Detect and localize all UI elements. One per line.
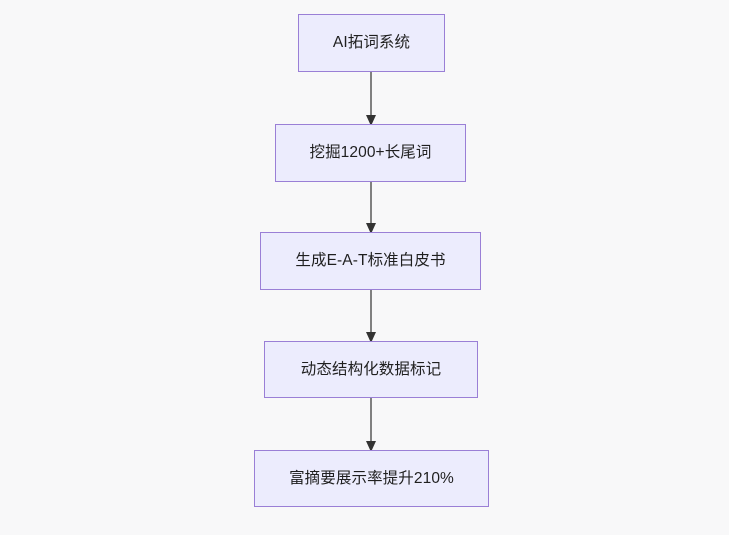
edge-n3-n4 [366, 288, 376, 343]
flowchart-node-mine-longtail-keywords[interactable]: 挖掘1200+长尾词 [275, 124, 466, 182]
node-label: AI拓词系统 [332, 34, 411, 52]
flowchart-node-ai-keyword-system[interactable]: AI拓词系统 [298, 14, 445, 72]
node-label: 富摘要展示率提升210% [289, 469, 454, 487]
node-label: 动态结构化数据标记 [300, 360, 442, 378]
edge-n4-n5 [366, 396, 376, 452]
flowchart-node-generate-eat-whitepaper[interactable]: 生成E-A-T标准白皮书 [260, 232, 481, 290]
node-label: 挖掘1200+长尾词 [309, 144, 432, 162]
node-label: 生成E-A-T标准白皮书 [295, 252, 446, 270]
flowchart-node-dynamic-structured-data-markup[interactable]: 动态结构化数据标记 [264, 341, 478, 398]
edge-n1-n2 [366, 70, 376, 126]
edge-n2-n3 [366, 180, 376, 234]
flowchart-node-rich-snippet-impression-lift[interactable]: 富摘要展示率提升210% [254, 450, 489, 507]
